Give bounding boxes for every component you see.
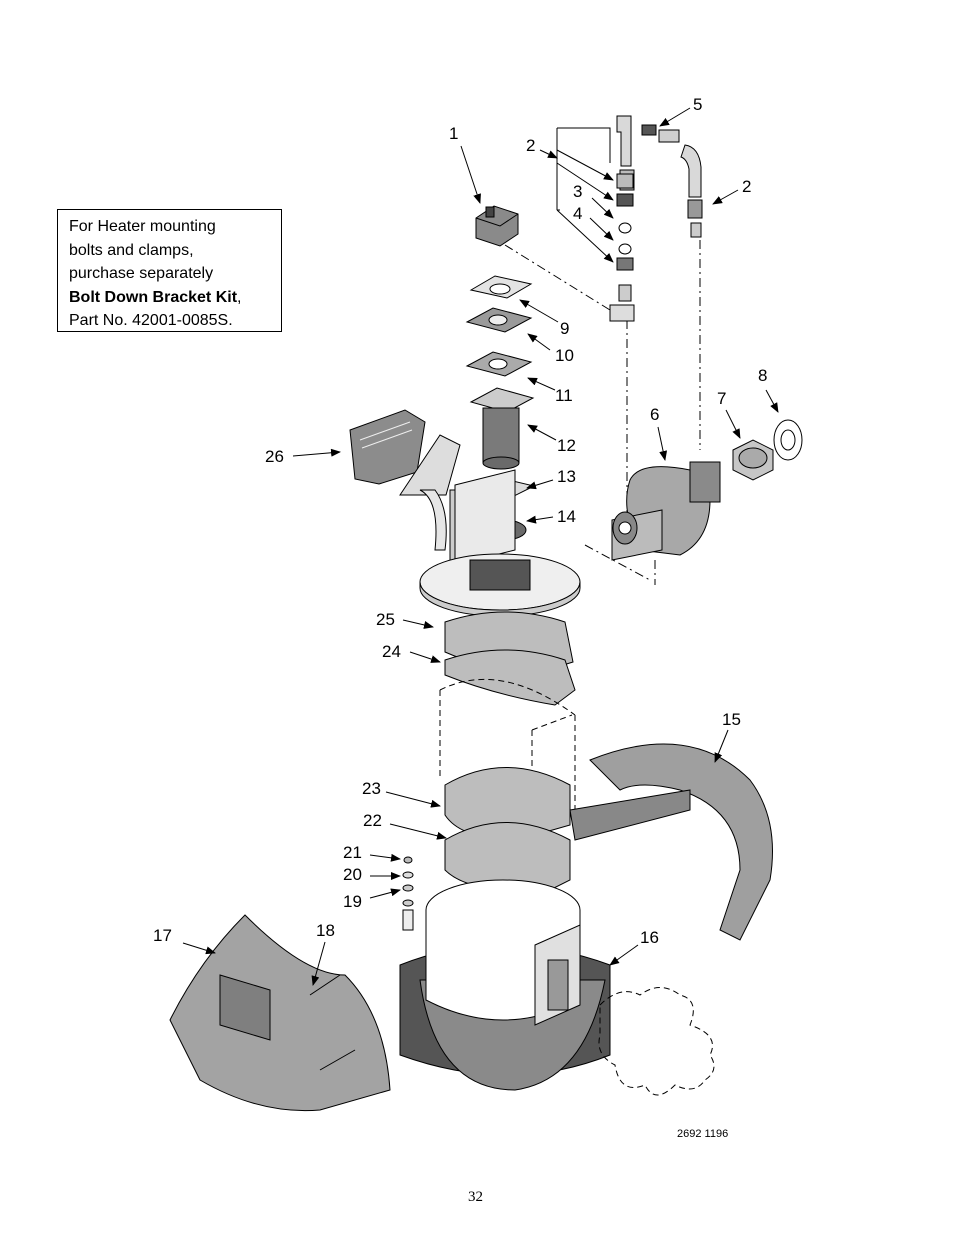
callout-15: 15 bbox=[722, 710, 741, 729]
callout-23: 23 bbox=[362, 779, 381, 798]
dashed-outline-right bbox=[598, 987, 715, 1096]
part-1-gas-valve bbox=[475, 205, 519, 247]
callout-8: 8 bbox=[758, 366, 768, 385]
callout-26: 26 bbox=[265, 447, 284, 466]
figure-id: 2692 1196 bbox=[677, 1128, 729, 1140]
callout-6: 6 bbox=[650, 405, 660, 424]
part-26-vent-hood bbox=[349, 409, 426, 485]
callout-10: 10 bbox=[555, 346, 574, 365]
parts-19-20-21 bbox=[402, 856, 414, 931]
note-line-2: bolts and clamps, bbox=[69, 241, 194, 259]
callout-12: 12 bbox=[557, 436, 576, 455]
callout-13: 13 bbox=[557, 467, 576, 486]
parts-7-8 bbox=[732, 419, 803, 481]
callout-5: 5 bbox=[693, 95, 703, 114]
callout-25: 25 bbox=[376, 610, 395, 629]
heat-exchanger-outline bbox=[439, 678, 576, 820]
part-12-burner bbox=[469, 387, 535, 470]
part-16-base bbox=[399, 879, 611, 1091]
gaskets-9-10-11 bbox=[465, 275, 533, 377]
note-line-1: For Heater mounting bbox=[69, 218, 216, 235]
heater-top-assembly bbox=[399, 434, 581, 617]
callout-9: 9 bbox=[560, 319, 570, 338]
callout-1: 1 bbox=[449, 124, 459, 143]
part-6-blower-motor bbox=[611, 461, 721, 561]
note-line-3: purchase separately bbox=[69, 265, 214, 282]
note-kit-name: Bolt Down Bracket Kit bbox=[69, 288, 238, 306]
callout-18: 18 bbox=[316, 921, 335, 940]
baffles-24-25 bbox=[444, 611, 576, 706]
callout-11: 11 bbox=[555, 386, 573, 405]
bolt-down-kit-note: For Heater mounting bolts and clamps, pu… bbox=[57, 209, 282, 332]
note-line-5: Part No. 42001-0085S. bbox=[69, 312, 233, 329]
callout-22: 22 bbox=[363, 811, 382, 830]
callout-7: 7 bbox=[717, 389, 727, 408]
callout-arrows bbox=[182, 107, 779, 986]
callout-17: 17 bbox=[153, 926, 172, 945]
assembly-lines bbox=[504, 240, 701, 585]
callout-14: 14 bbox=[557, 507, 576, 526]
page-number: 32 bbox=[468, 1189, 483, 1205]
note-line-4: Bolt Down Bracket Kit, bbox=[69, 286, 281, 310]
callout-3: 3 bbox=[573, 182, 583, 201]
part-17-jacket bbox=[169, 914, 391, 1112]
baffles-22-23 bbox=[444, 767, 571, 892]
note-line-4-rest: , bbox=[237, 288, 242, 306]
callout-21: 21 bbox=[343, 843, 362, 862]
callout-2-left: 2 bbox=[526, 136, 536, 155]
callout-24: 24 bbox=[382, 642, 401, 661]
part-2-3-4-fittings bbox=[556, 127, 635, 322]
callout-20: 20 bbox=[343, 865, 362, 884]
callout-16: 16 bbox=[640, 928, 659, 947]
callout-4: 4 bbox=[573, 204, 583, 223]
callout-2-right: 2 bbox=[742, 177, 752, 196]
callout-19: 19 bbox=[343, 892, 362, 911]
part-15-jacket bbox=[569, 743, 773, 941]
